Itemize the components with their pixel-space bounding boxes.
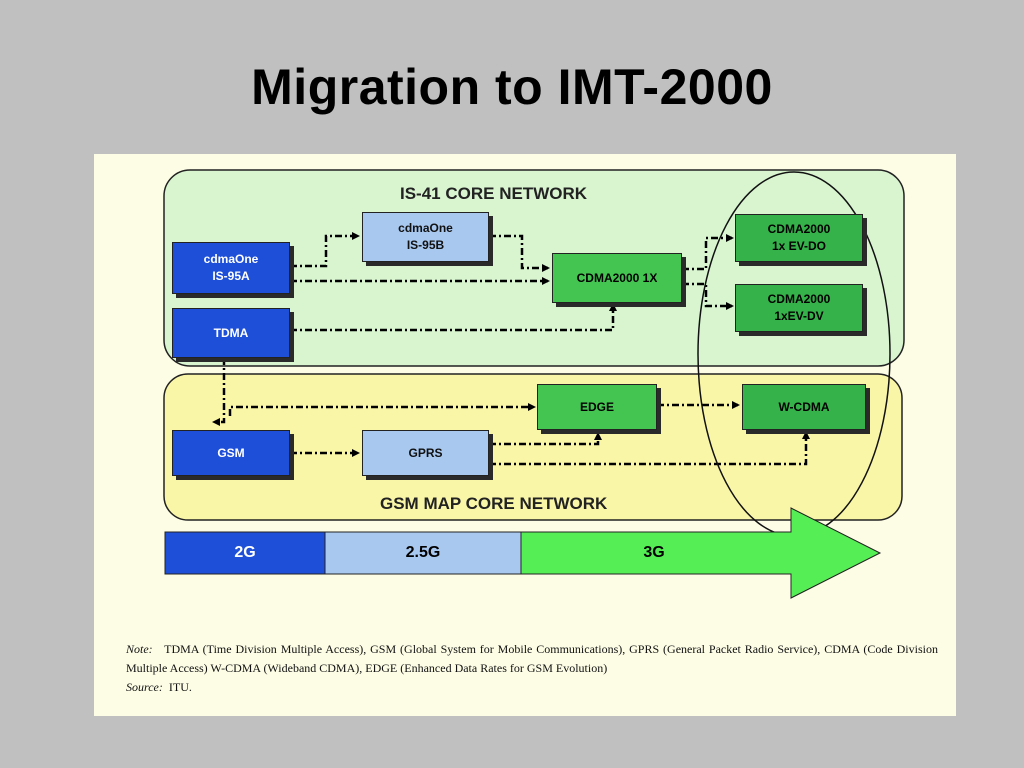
note-text: TDMA (Time Division Multiple Access), GS… <box>126 642 938 675</box>
node-label: CDMA2000 <box>767 222 831 236</box>
arrow-tdma-to-1x <box>290 303 617 332</box>
arrow-gprs-to-edge <box>489 432 602 446</box>
node-gsm: GSM <box>172 430 290 476</box>
arrow-1x-to-evdv <box>682 282 734 310</box>
phase-label-2g: 2G <box>234 544 256 561</box>
gsm-network-band <box>163 373 903 521</box>
node-label: EDGE <box>579 399 614 414</box>
note-paragraph: Note: TDMA (Time Division Multiple Acces… <box>126 640 938 678</box>
node-cdmaone-is95b: cdmaOne IS-95B <box>362 212 489 262</box>
node-label: CDMA2000 1X <box>576 270 658 285</box>
source-line: Source: ITU. <box>126 678 938 697</box>
node-wcdma: W-CDMA <box>742 384 866 430</box>
phase-3g-arrow <box>520 507 882 599</box>
node-cdma2000-1x: CDMA2000 1X <box>552 253 682 303</box>
migration-diagram: IS-41 CORE NETWORK GSM MAP CORE NETWORK … <box>94 154 956 716</box>
node-label: GPRS <box>408 445 443 460</box>
source-label: Source: <box>126 680 163 694</box>
arrow-gprs-to-wcdma <box>489 431 810 466</box>
node-label: CDMA2000 <box>767 292 831 306</box>
phase-label-3g: 3G <box>643 544 665 561</box>
gsm-network-label: GSM MAP CORE NETWORK <box>380 494 608 513</box>
is41-network-label: IS-41 CORE NETWORK <box>400 184 588 203</box>
node-label: IS-95A <box>212 269 250 283</box>
arrow-95b-to-1x <box>489 234 550 272</box>
note-label: Note: <box>126 642 153 656</box>
arrow-tdma-to-gsm <box>212 358 226 426</box>
node-label: cdmaOne <box>398 221 453 235</box>
phase-2g-block <box>164 531 326 575</box>
node-cdma2000-evdo: CDMA2000 1x EV-DO <box>735 214 863 262</box>
slide-title: Migration to IMT-2000 <box>251 59 773 115</box>
diagram-canvas <box>163 169 905 599</box>
node-label: W-CDMA <box>778 399 830 414</box>
node-label: TDMA <box>213 325 249 340</box>
node-cdma2000-evdv: CDMA2000 1xEV-DV <box>735 284 863 332</box>
node-label: cdmaOne <box>203 252 259 266</box>
node-tdma: TDMA <box>172 308 290 358</box>
node-label: IS-95B <box>406 238 445 252</box>
node-label: GSM <box>217 445 245 460</box>
phase-label-25g: 2.5G <box>405 544 441 561</box>
arrow-gsm-to-edge <box>228 403 536 416</box>
figure-note: Note: TDMA (Time Division Multiple Acces… <box>126 640 938 697</box>
node-cdmaone-is95a: cdmaOne IS-95A <box>172 242 290 294</box>
arrow-95a-to-95b <box>290 232 360 268</box>
node-label: 1x EV-DO <box>771 239 827 253</box>
node-gprs: GPRS <box>362 430 489 476</box>
source-text: ITU. <box>168 680 192 694</box>
arrow-1x-to-evdo <box>682 234 734 271</box>
node-edge: EDGE <box>537 384 657 430</box>
node-label: 1xEV-DV <box>774 309 824 323</box>
